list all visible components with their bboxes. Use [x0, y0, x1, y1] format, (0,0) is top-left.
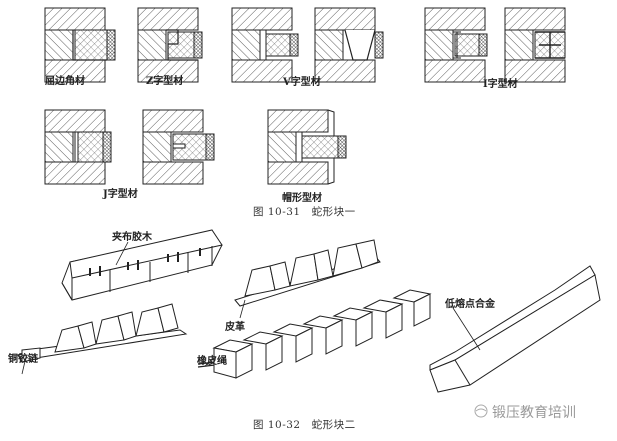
section-v-profile-a [231, 7, 299, 83]
section-j-profile-b [142, 109, 215, 185]
label-v-profile: V字型材 [283, 77, 321, 88]
caption-figure-10-32: 图 10-32 蛇形块二 [253, 419, 356, 431]
leader-lines [21, 241, 481, 375]
hinge-serpentine-block [17, 303, 188, 363]
label-rubber-cord: 橡皮绳 [197, 356, 227, 367]
section-hat-profile [267, 109, 347, 185]
watermark-logo-icon [474, 404, 488, 418]
label-fabric-bakelite: 夹布胶木 [112, 232, 152, 243]
label-z-profile: Z字型材 [146, 76, 184, 87]
rubber-cord-serpentine-block [197, 289, 432, 379]
leather-serpentine-block [234, 239, 381, 307]
section-j-profile-a [44, 109, 112, 185]
section-z-profile [137, 7, 203, 83]
bakelite-serpentine-block [61, 229, 223, 301]
label-leather: 皮革 [225, 322, 245, 333]
label-j-profile: J字型材 [103, 189, 138, 200]
label-copper-hinge: 铜铰链 [8, 354, 38, 365]
label-angle-profile: 屈边角材 [45, 76, 85, 87]
section-angle-profile [44, 7, 116, 83]
label-low-melting-alloy: 低熔点合金 [445, 299, 495, 310]
label-i-profile: I字型材 [483, 79, 518, 90]
caption-figure-10-31: 图 10-31 蛇形块一 [253, 206, 356, 218]
section-i-profile-a [424, 7, 488, 83]
section-i-profile-b [504, 7, 566, 83]
label-hat-profile: 帽形型材 [282, 193, 322, 204]
alloy-serpentine-block [429, 265, 601, 393]
watermark-text: 锻压教育培训 [492, 405, 576, 421]
section-v-profile-b [314, 7, 384, 83]
